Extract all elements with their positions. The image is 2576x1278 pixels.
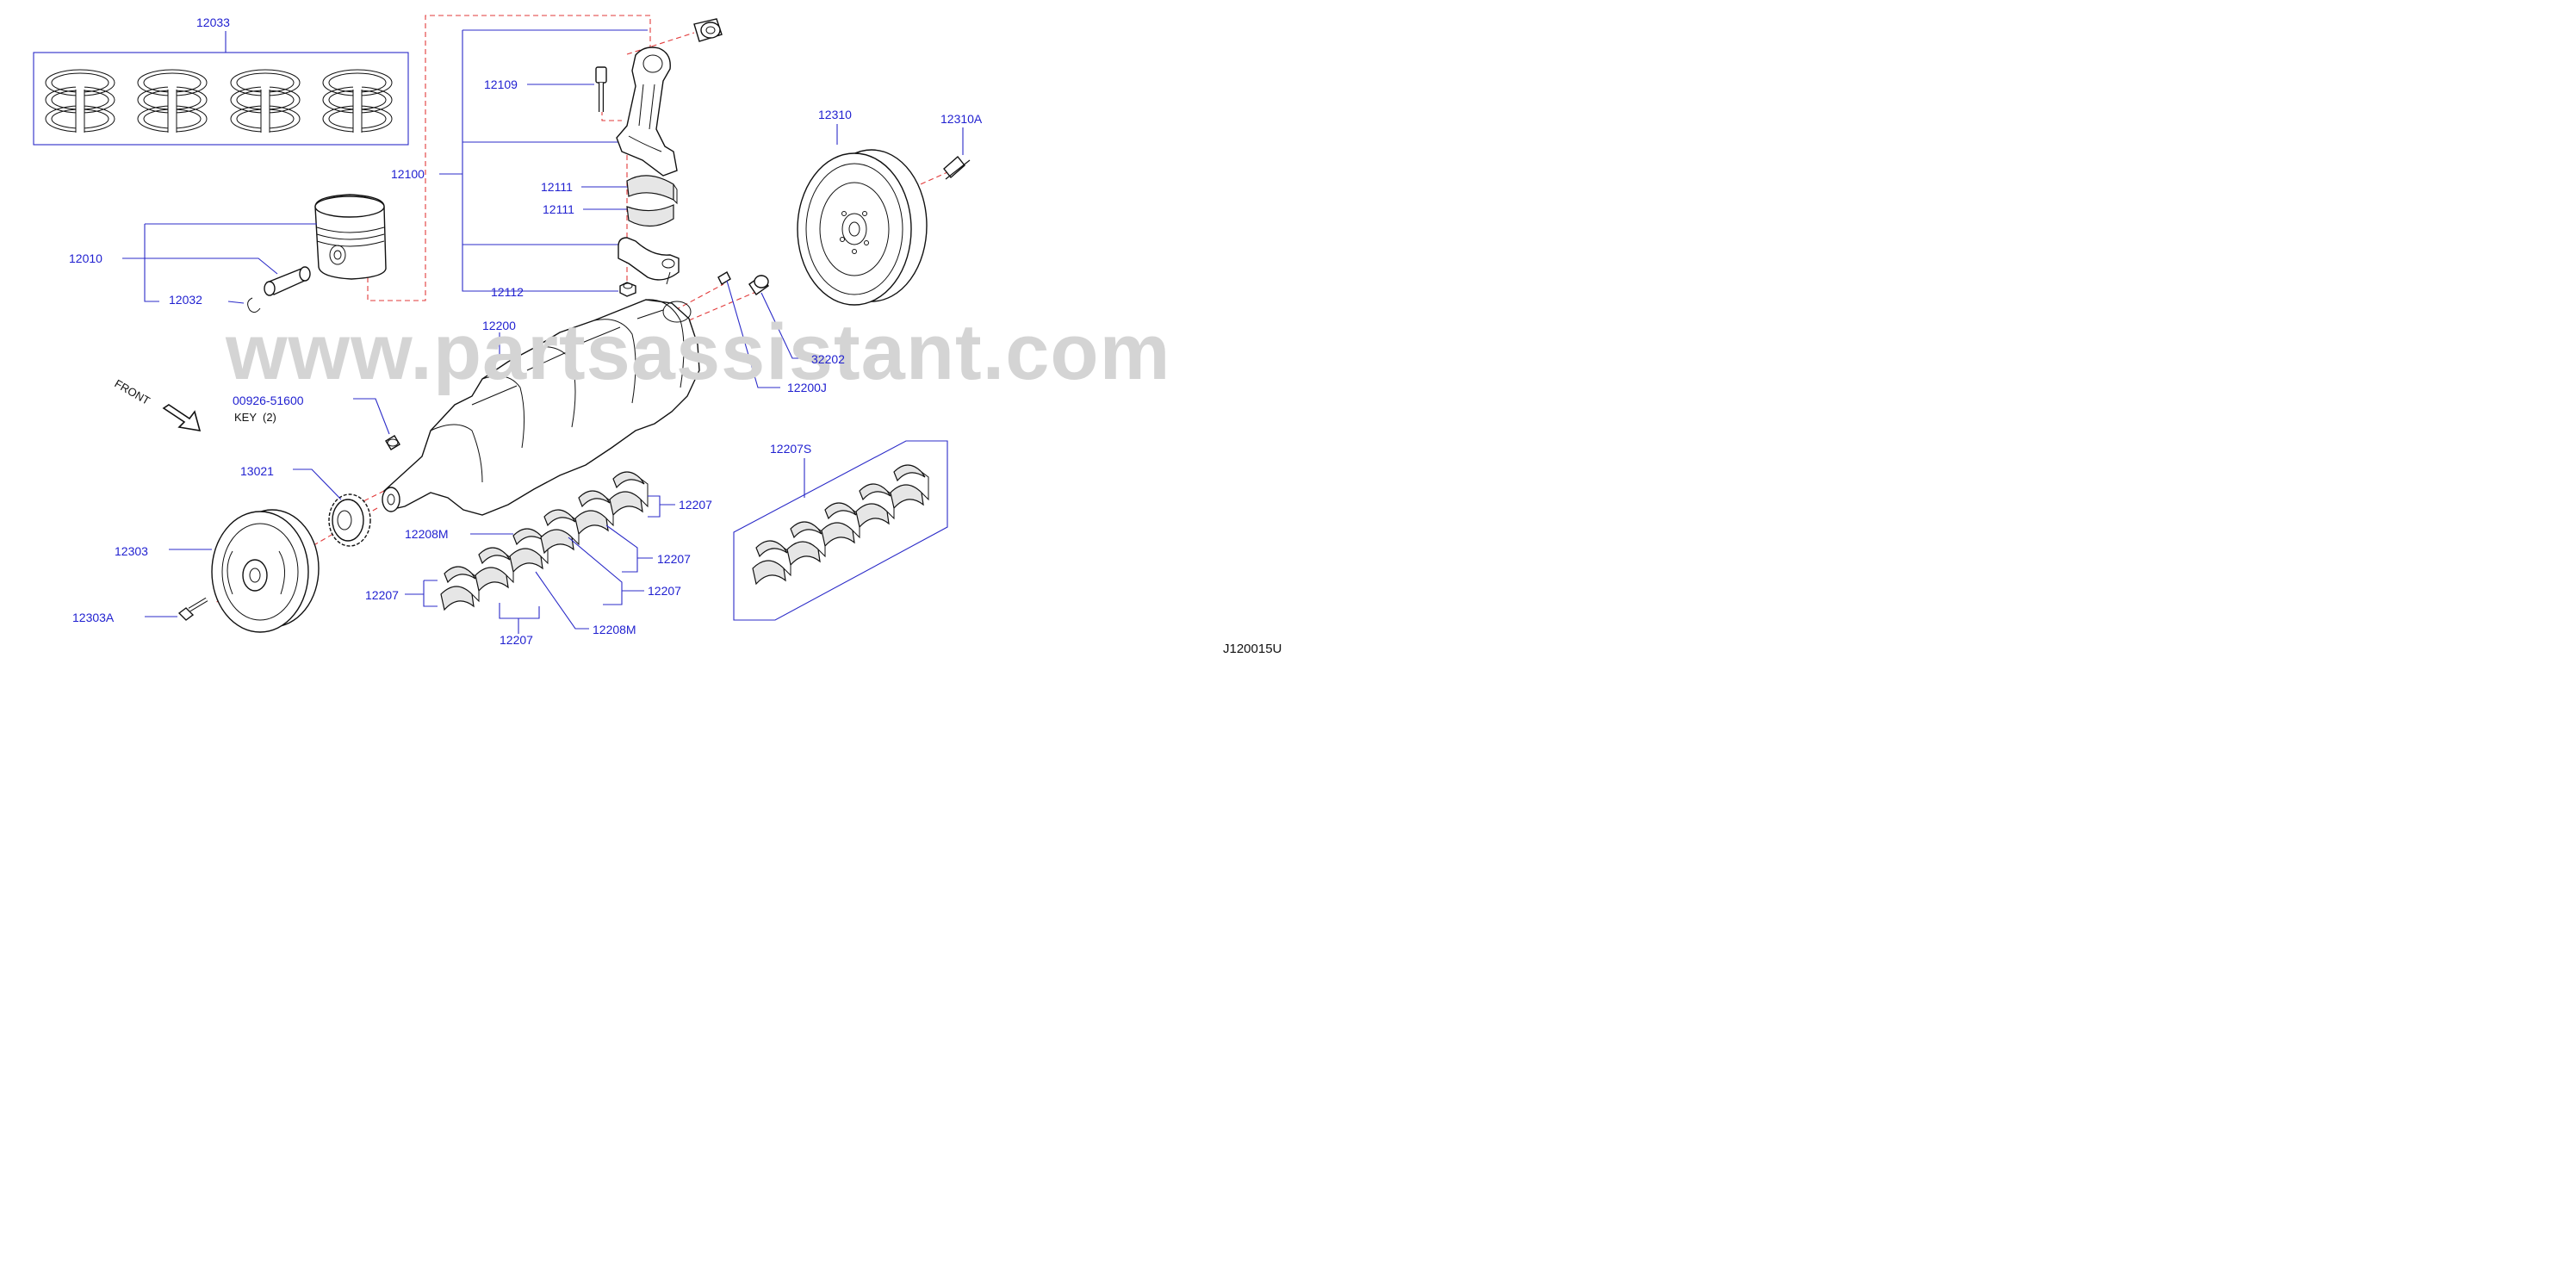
bushing-leaders	[726, 280, 808, 388]
main-bearing-set-shells	[752, 464, 929, 585]
piston-pin[interactable]	[264, 266, 311, 296]
crankshaft-sprocket[interactable]	[328, 493, 371, 547]
front-arrow-icon	[162, 404, 202, 431]
label-piston-ring-set: 12033	[196, 16, 230, 29]
main-bearing-shell[interactable]	[440, 566, 480, 611]
label-main-bearing-c: 12207	[648, 584, 681, 598]
label-main-bearing-b: 12207	[657, 552, 691, 566]
watermark: www.partsassistant.com	[225, 308, 1170, 396]
connecting-rod[interactable]	[616, 47, 678, 177]
label-crank-pulley: 12303	[115, 544, 148, 558]
label-crank-pulley-bolt: 12303A	[72, 611, 115, 624]
label-crankshaft: 12200	[482, 319, 516, 332]
main-bearing-shell[interactable]	[574, 490, 614, 535]
label-woodruff-key-number: 00926-51600	[233, 394, 304, 407]
piston-pin-snap-ring[interactable]	[247, 297, 261, 313]
sprocket-leader	[293, 468, 342, 500]
label-woodruff-key-desc: KEY (2)	[234, 411, 276, 424]
connecting-rod-leaders	[439, 29, 648, 292]
flywheel-bolt[interactable]	[943, 155, 971, 180]
connecting-rod-bolt[interactable]	[595, 66, 607, 112]
diagram-code: J120015U	[1223, 642, 1282, 656]
label-piston: 12010	[69, 251, 102, 265]
piston-leaders	[122, 223, 317, 304]
flywheel[interactable]	[797, 149, 928, 306]
label-bearing-lower: 12111	[543, 202, 574, 216]
connecting-rod-cap[interactable]	[618, 237, 680, 285]
pulley-bolt[interactable]	[177, 597, 208, 621]
main-bearing-leaders	[405, 495, 675, 634]
main-bearing-shell[interactable]	[609, 471, 649, 516]
label-connecting-rod-assembly: 12100	[391, 167, 425, 181]
con-rod-bearing-lower[interactable]	[626, 204, 674, 227]
label-thrust-bearing-lower: 12208M	[593, 623, 636, 636]
label-main-bearing-d: 12207	[365, 588, 399, 602]
callout-labels: 12033 12109 12100 12111 12111 12112 1201…	[69, 16, 983, 647]
label-thrust-bearing-upper: 12208M	[405, 527, 449, 541]
pilot-bushing[interactable]	[748, 275, 769, 295]
front-label: FRONT	[113, 377, 152, 407]
label-main-bearing-e: 12207	[500, 633, 533, 647]
label-bearing-upper: 12111	[541, 180, 573, 194]
pulley-leaders	[145, 549, 212, 617]
piston-ring-set[interactable]	[33, 31, 409, 146]
engine-parts-diagram: www.partsassistant.com 12033 12109 12100…	[33, 15, 1282, 656]
piston[interactable]	[314, 194, 387, 280]
label-pilot-bushing: 32202	[811, 352, 845, 366]
connecting-rod-nut[interactable]	[619, 282, 636, 297]
label-main-bearing-a: 12207	[679, 498, 712, 512]
crankshaft-pin[interactable]	[717, 271, 731, 285]
label-sprocket: 13021	[240, 464, 274, 478]
label-connecting-rod-bolt: 12109	[484, 78, 518, 91]
main-bearing-shell[interactable]	[509, 528, 549, 573]
woodruff-key[interactable]	[385, 435, 400, 450]
flywheel-leaders	[836, 124, 964, 155]
piston-pin-bushing[interactable]	[693, 18, 723, 42]
crankshaft[interactable]	[382, 299, 700, 516]
key-leader	[353, 398, 390, 435]
label-main-bearing-set: 12207S	[770, 442, 811, 456]
main-bearing-shell[interactable]	[475, 547, 514, 592]
con-rod-bearing-upper[interactable]	[626, 175, 678, 205]
main-bearing-shell[interactable]	[540, 509, 580, 554]
label-flywheel-bolt: 12310A	[940, 112, 983, 126]
main-bearing-set-box[interactable]	[733, 440, 948, 621]
crankshaft-pulley[interactable]	[211, 509, 320, 633]
label-snap-ring: 12032	[169, 293, 202, 307]
label-crankshaft-pin: 12200J	[787, 381, 827, 394]
label-connecting-rod-nut: 12112	[491, 285, 524, 299]
label-flywheel: 12310	[818, 108, 852, 121]
